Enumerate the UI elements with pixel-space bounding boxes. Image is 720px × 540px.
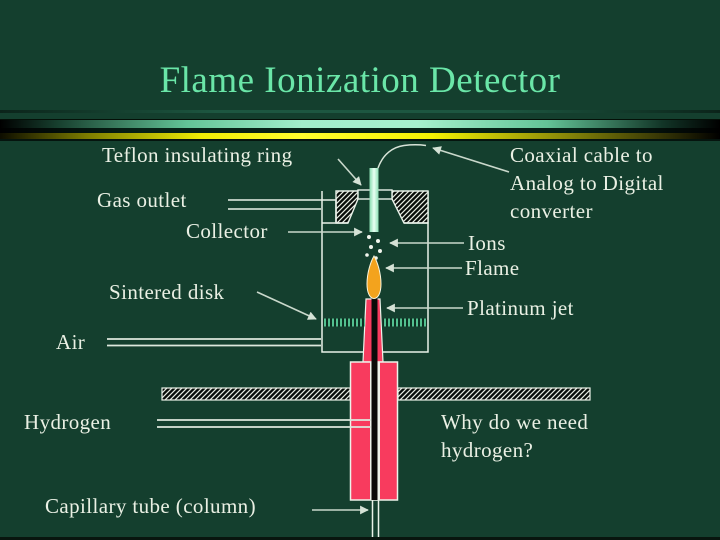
collector-electrode [369,168,379,232]
capillary-stem [371,294,378,500]
bottom-edge [0,537,720,540]
flame-shape [366,255,382,300]
label-collector: Collector [186,219,268,243]
label-sintered-disk: Sintered disk [109,280,225,304]
divider-yellow-bar [0,133,720,139]
label-gas-outlet: Gas outlet [97,188,187,212]
label-teflon-ring: Teflon insulating ring [102,143,293,167]
label-flame: Flame [465,256,520,280]
divider-gap [0,128,720,133]
label-question: Why do we need hydrogen? [441,410,589,463]
sintered-disk-right [383,318,427,327]
oven-wall-hatch-right [397,387,591,401]
slide-title: Flame Ionization Detector [159,60,561,101]
label-capillary-tube: Capillary tube (column) [45,494,256,518]
cap-hatch-right [391,190,429,224]
air-tube-lines [107,338,321,347]
gas-outlet-tube [228,199,337,222]
label-ions: Ions [468,231,506,255]
hydrogen-tube-lines [157,419,371,428]
cap-hatch-left [335,190,359,224]
sintered-disk-left [323,318,365,327]
label-hydrogen: Hydrogen [24,410,112,434]
label-air: Air [56,330,86,354]
label-platinum-jet: Platinum jet [467,296,574,320]
divider-postline [0,139,720,141]
leader-coaxial-cable [432,146,510,173]
label-coaxial-cable: Coaxial cable to Analog to Digital conve… [510,143,664,224]
detector-chamber-outline [321,191,429,353]
coaxial-cable-curve [377,144,427,169]
oven-wall-hatch-left [161,387,351,401]
leader-teflon-ring [337,158,362,186]
leader-sintered-disk [256,291,317,320]
divider-preline [0,110,720,113]
divider-green-bar [0,119,720,129]
capillary-tube-lines [371,500,380,539]
ion-dots [365,235,382,260]
